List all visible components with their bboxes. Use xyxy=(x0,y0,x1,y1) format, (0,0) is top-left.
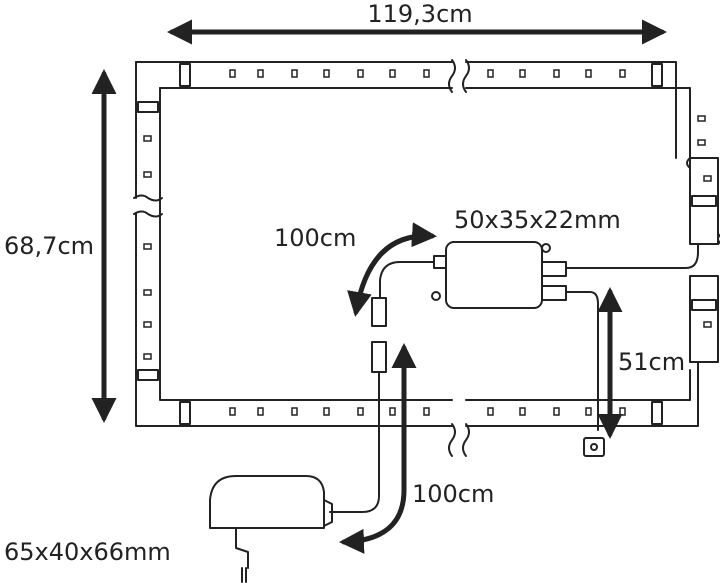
frame-width-label: 119,3cm xyxy=(367,0,472,28)
power-adapter xyxy=(209,475,333,583)
ir-sensor xyxy=(583,437,605,457)
upper-lead-dimension: 100cm xyxy=(274,222,437,317)
cables xyxy=(329,243,699,513)
lower-lead-label: 100cm xyxy=(412,480,494,508)
frame-height-label: 68,7cm xyxy=(4,232,94,260)
led-strip-frame xyxy=(133,59,720,457)
controller-box xyxy=(431,241,567,309)
sensor-lead-dimension: 51cm xyxy=(597,287,685,439)
sensor-lead-label: 51cm xyxy=(618,348,685,376)
frame-width-dimension: 119,3cm xyxy=(167,0,667,45)
adapter-size-label: 65x40x66mm xyxy=(4,538,171,566)
upper-lead-label: 100cm xyxy=(274,224,356,252)
controller-size-label: 50x35x22mm xyxy=(454,206,621,234)
frame-height-dimension: 68,7cm xyxy=(4,69,117,423)
lower-lead-dimension: 100cm xyxy=(339,343,494,554)
